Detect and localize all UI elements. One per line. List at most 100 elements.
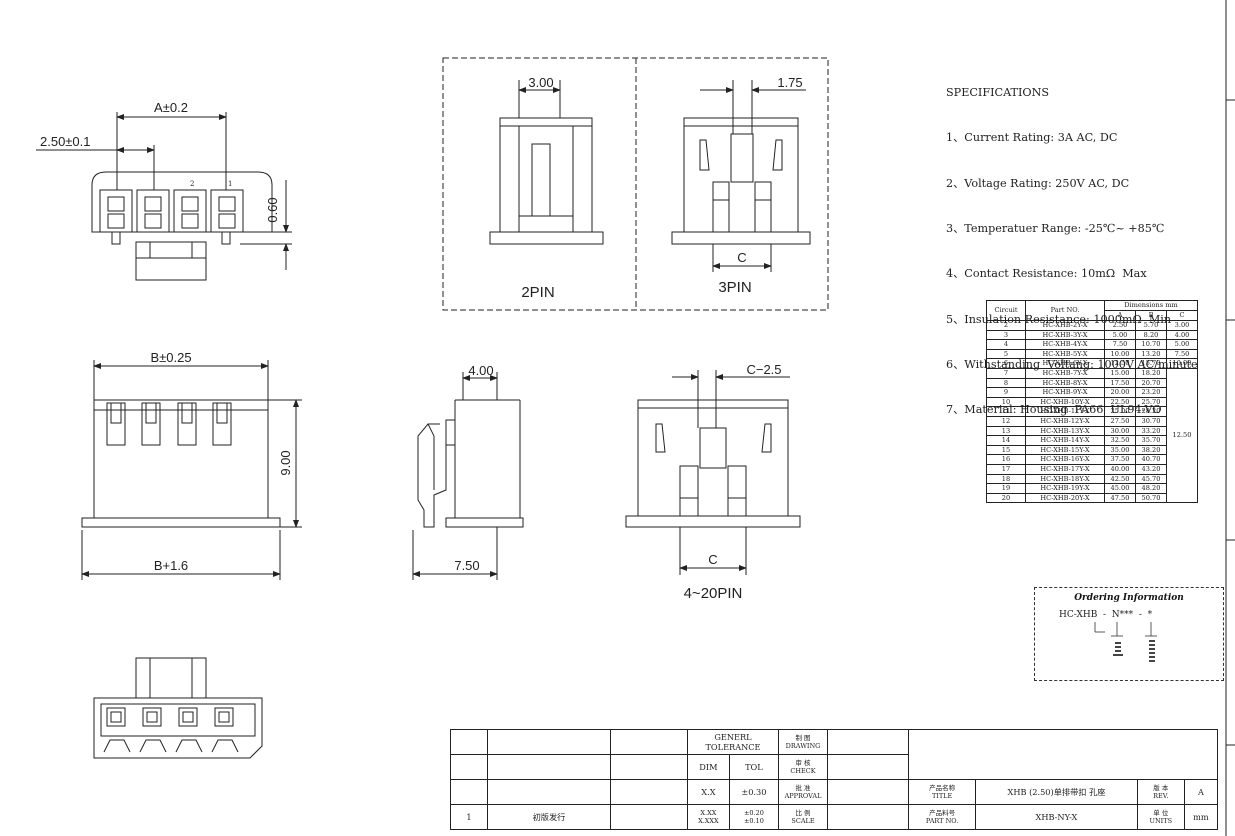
approval-value bbox=[827, 779, 909, 805]
spec-item: 3、Temperatuer Range: -25℃~ +85℃ bbox=[946, 222, 1165, 236]
dim-750-label: 7.50 bbox=[454, 558, 479, 573]
dim-b16-label: B+1.6 bbox=[154, 558, 188, 573]
part-cn: 产品料号 bbox=[929, 809, 956, 817]
cell: 10 bbox=[986, 396, 1026, 408]
cell: HC-XHB-20Y-X bbox=[1025, 492, 1105, 504]
cell: 8 bbox=[986, 377, 1026, 389]
title-en: TITLE bbox=[931, 792, 953, 800]
dim-c-multi-label: C bbox=[708, 552, 717, 567]
spec-item: 1、Current Rating: 3A AC, DC bbox=[946, 131, 1118, 145]
cell: 27.50 bbox=[1104, 415, 1136, 427]
cell: 3 bbox=[986, 329, 1026, 341]
cell: HC-XHB-7Y-X bbox=[1025, 367, 1105, 379]
scale-value bbox=[827, 804, 909, 830]
ordering-title: Ordering Information bbox=[1074, 593, 1184, 603]
cell: 35.00 bbox=[1104, 444, 1136, 456]
cell: 7.50 bbox=[1104, 339, 1136, 350]
cell: 40.70 bbox=[1135, 454, 1167, 465]
dim-col: DIM bbox=[687, 754, 730, 780]
cell: 7 bbox=[986, 367, 1026, 379]
multi-pin-view bbox=[625, 370, 801, 575]
cell: 6 bbox=[986, 358, 1026, 369]
dim-b-label: B±0.25 bbox=[150, 350, 191, 365]
desc-cell bbox=[487, 729, 611, 755]
cell: 16 bbox=[986, 454, 1026, 465]
tol-dim-3: X.XXX bbox=[698, 817, 719, 825]
cell: 15 bbox=[986, 444, 1026, 456]
tol-value-2: ±0.20 bbox=[743, 809, 764, 817]
header-part-no: Part NO. bbox=[1025, 300, 1105, 321]
cell: 5.00 bbox=[1104, 329, 1136, 341]
revision-number: 1 bbox=[450, 804, 488, 830]
blank-cell bbox=[610, 754, 688, 780]
ordering-code: HC-XHB - N*** - * bbox=[1059, 610, 1153, 620]
tol-value: ±0.20±0.10 bbox=[728, 804, 780, 830]
cell: HC-XHB-13Y-X bbox=[1025, 425, 1105, 437]
cell: 35.70 bbox=[1135, 435, 1167, 446]
cell: 47.50 bbox=[1104, 492, 1136, 504]
cell: 11 bbox=[986, 406, 1026, 417]
revision-description: 初版发行 bbox=[487, 804, 611, 830]
dim-400-label: 4.00 bbox=[468, 363, 493, 378]
cell: 2.50 bbox=[1104, 320, 1136, 331]
cell: 9 bbox=[986, 387, 1026, 398]
cell: 25.70 bbox=[1135, 396, 1167, 408]
cell: 5.70 bbox=[1135, 320, 1167, 331]
cell: 15.70 bbox=[1135, 358, 1167, 369]
cell: HC-XHB-17Y-X bbox=[1025, 463, 1105, 475]
title-cn: 产品名称 bbox=[929, 784, 956, 792]
label-3pin: 3PIN bbox=[718, 279, 751, 296]
cell: 37.50 bbox=[1104, 454, 1136, 465]
ordering-leaders bbox=[1094, 622, 1157, 662]
cell: 33.20 bbox=[1135, 425, 1167, 437]
dim-300-label: 3.00 bbox=[528, 75, 553, 90]
part-en: PART NO. bbox=[925, 817, 959, 825]
dim-c25-label: C−2.5 bbox=[746, 362, 781, 377]
drawing-en: DRAWING bbox=[785, 742, 821, 750]
cell: HC-XHB-3Y-X bbox=[1025, 329, 1105, 341]
cell: 30.70 bbox=[1135, 415, 1167, 427]
drawing-value bbox=[827, 729, 909, 755]
cell: 4.00 bbox=[1166, 329, 1198, 341]
cell: 18 bbox=[986, 473, 1026, 485]
label-4-20pin: 4~20PIN bbox=[684, 585, 743, 602]
cell: HC-XHB-8Y-X bbox=[1025, 377, 1105, 389]
tol-value: ±0.30 bbox=[728, 779, 780, 805]
rev-cell bbox=[450, 779, 488, 805]
approval-en: APPROVAL bbox=[784, 792, 822, 800]
profile-view bbox=[412, 372, 524, 580]
cell: 32.50 bbox=[1104, 435, 1136, 446]
cell: 12 bbox=[986, 415, 1026, 427]
cell: HC-XHB-10Y-X bbox=[1025, 396, 1105, 408]
cell: 20 bbox=[986, 492, 1026, 504]
check-cn: 审 核 bbox=[795, 759, 811, 767]
cell: 10.00 bbox=[1104, 348, 1136, 360]
cell: 45.00 bbox=[1104, 483, 1136, 494]
header-c: C bbox=[1166, 310, 1198, 321]
tol-dim: X.X bbox=[687, 779, 730, 805]
cell: 14 bbox=[986, 435, 1026, 446]
cell: 10.00 bbox=[1166, 358, 1198, 369]
tol-value-3: ±0.10 bbox=[743, 817, 764, 825]
rev-cell bbox=[450, 754, 488, 780]
cell: HC-XHB-11Y-X bbox=[1025, 406, 1105, 417]
cell: 13.20 bbox=[1135, 348, 1167, 360]
check-en: CHECK bbox=[790, 767, 816, 775]
